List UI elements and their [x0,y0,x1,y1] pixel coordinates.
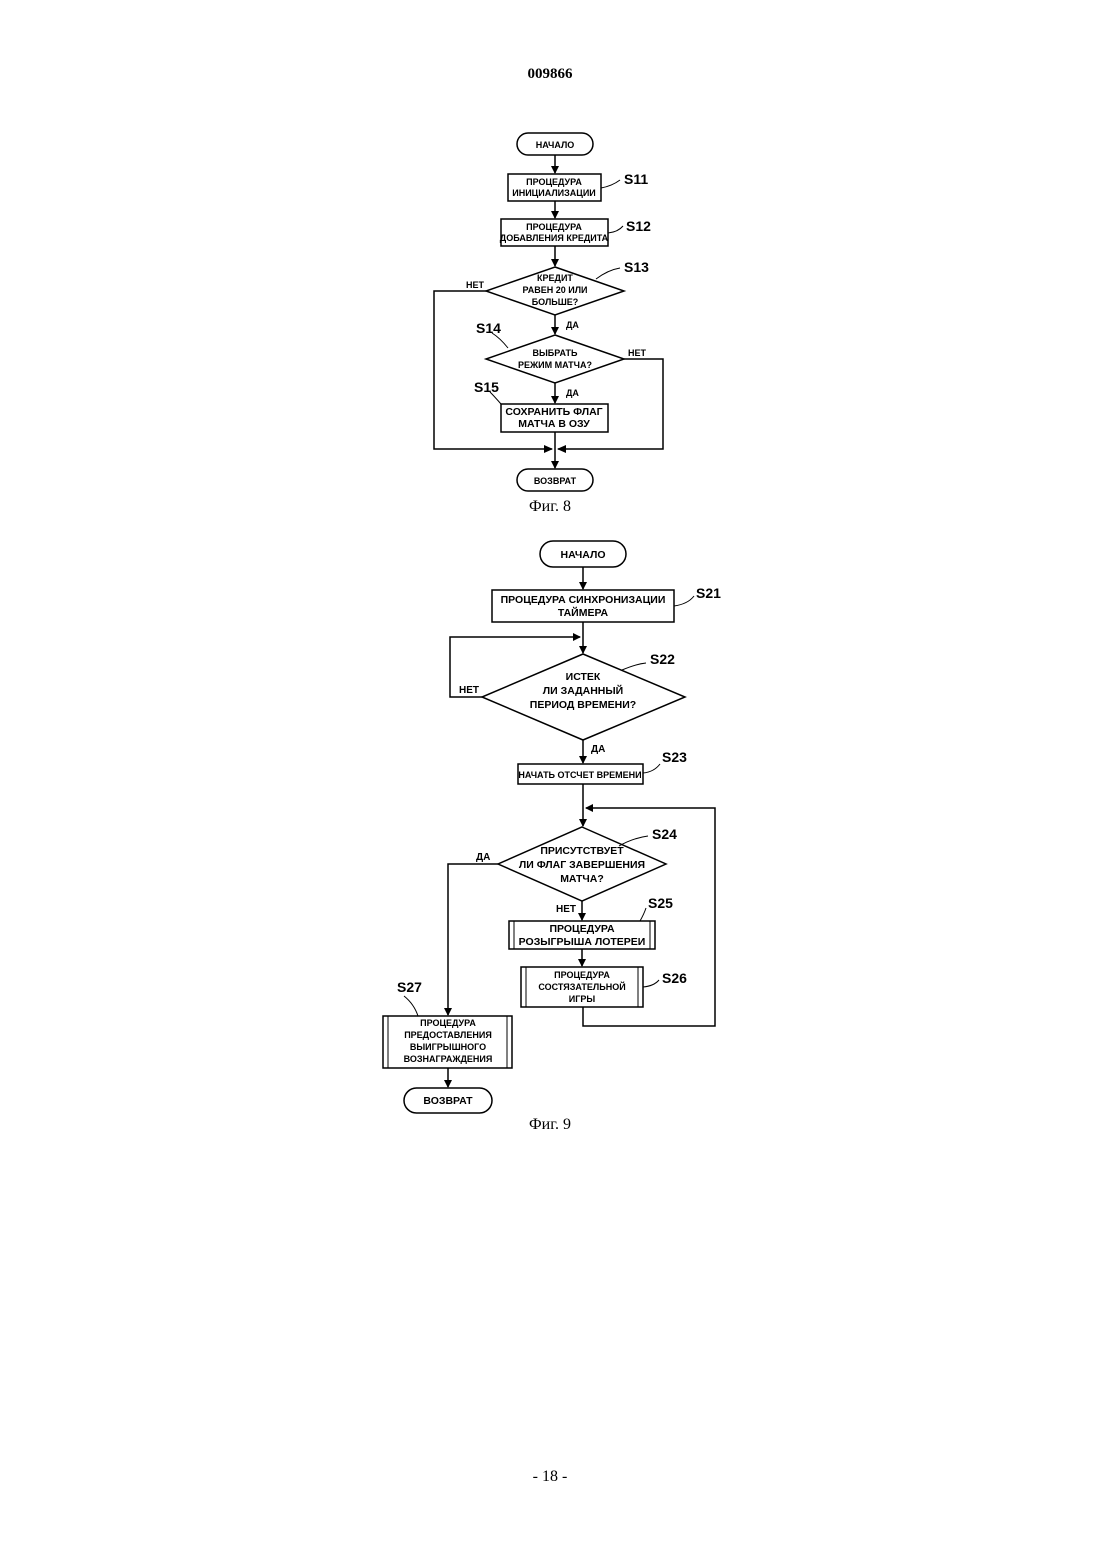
fig8-start-text: НАЧАЛО [536,140,575,150]
fig9-s21-label: S21 [696,585,721,601]
fig8-decision-s14: ВЫБРАТЬ РЕЖИМ МАТЧА? S14 НЕТ ДА [476,320,647,398]
fig9-s22-line1: ИСТЕК [566,671,601,683]
fig9-decision-s22: ИСТЕК ЛИ ЗАДАННЫЙ ПЕРИОД ВРЕМЕНИ? S22 НЕ… [459,651,685,755]
fig9-s24-line2: ЛИ ФЛАГ ЗАВЕРШЕНИЯ [519,859,645,871]
fig8-step-s15: СОХРАНИТЬ ФЛАГ МАТЧА В ОЗУ S15 [474,379,608,432]
fig9-end-terminator: ВОЗВРАТ [404,1088,492,1113]
fig8-s12-line2: ДОБАВЛЕНИЯ КРЕДИТА [500,233,609,243]
fig9-step-s25: ПРОЦЕДУРА РОЗЫГРЫША ЛОТЕРЕИ S25 [509,895,673,949]
fig8-end-text: ВОЗВРАТ [534,476,577,486]
fig8-s14-line2: РЕЖИМ МАТЧА? [518,360,592,370]
fig9-s22-yes: ДА [591,744,605,755]
fig8-s12-line1: ПРОЦЕДУРА [526,222,582,232]
fig8-s14-label: S14 [476,320,501,336]
fig9-s27-line3: ВЫИГРЫШНОГО [410,1042,486,1052]
fig8-s15-line1: СОХРАНИТЬ ФЛАГ [505,406,602,418]
fig8-s14-line1: ВЫБРАТЬ [532,348,578,358]
fig8-s15-line2: МАТЧА В ОЗУ [518,418,590,430]
fig9-s21-line1: ПРОЦЕДУРА СИНХРОНИЗАЦИИ [501,594,666,606]
fig8-s13-line2: РАВЕН 20 ИЛИ [523,285,588,295]
fig9-step-s21: ПРОЦЕДУРА СИНХРОНИЗАЦИИ ТАЙМЕРА S21 [492,585,721,622]
fig8-s13-label: S13 [624,259,649,275]
fig9-s23-line1: НАЧАТЬ ОТСЧЕТ ВРЕМЕНИ [518,770,641,780]
fig8-s13-line3: БОЛЬШЕ? [532,297,579,307]
figure-9: НАЧАЛО ПРОЦЕДУРА СИНХРОНИЗАЦИИ ТАЙМЕРА S… [383,541,721,1113]
fig9-s26-line1: ПРОЦЕДУРА [554,970,610,980]
fig8-s14-no: НЕТ [628,348,647,358]
fig9-s24-no: НЕТ [556,904,576,915]
fig8-step-s12: ПРОЦЕДУРА ДОБАВЛЕНИЯ КРЕДИТА S12 [500,218,651,246]
fig9-s26-line2: СОСТЯЗАТЕЛЬНОЙ [538,981,625,992]
figure-8: НАЧАЛО ПРОЦЕДУРА ИНИЦИАЛИЗАЦИИ S11 ПРОЦЕ… [434,133,663,491]
fig9-s26-label: S26 [662,970,687,986]
figure-8-caption: Фиг. 8 [0,498,1100,516]
fig9-decision-s24: ПРИСУТСТВУЕТ ЛИ ФЛАГ ЗАВЕРШЕНИЯ МАТЧА? S… [476,826,677,915]
fig9-s24-line3: МАТЧА? [560,873,604,885]
fig9-s24-yes: ДА [476,852,490,863]
fig8-start-terminator: НАЧАЛО [517,133,593,155]
fig8-s11-line2: ИНИЦИАЛИЗАЦИИ [512,188,596,198]
fig9-s24-line1: ПРИСУТСТВУЕТ [540,845,624,857]
fig8-s11-label: S11 [624,171,648,187]
fig9-s21-line2: ТАЙМЕРА [558,606,609,619]
fig9-s22-label: S22 [650,651,675,667]
fig9-s25-line1: ПРОЦЕДУРА [549,923,614,935]
fig9-s27-line2: ПРЕДОСТАВЛЕНИЯ [404,1030,492,1040]
fig9-s25-line2: РОЗЫГРЫША ЛОТЕРЕИ [519,936,646,948]
fig9-start-text: НАЧАЛО [561,549,606,561]
fig8-s14-yes: ДА [566,388,579,398]
fig9-s27-line4: ВОЗНАГРАЖДЕНИЯ [404,1054,493,1064]
fig9-start-terminator: НАЧАЛО [540,541,626,567]
fig8-s13-line1: КРЕДИТ [537,273,573,283]
fig9-s26-line3: ИГРЫ [569,994,596,1004]
fig9-s23-label: S23 [662,749,687,765]
fig8-s13-no: НЕТ [466,280,485,290]
fig8-s13-yes: ДА [566,320,579,330]
fig9-s22-line3: ПЕРИОД ВРЕМЕНИ? [530,699,636,711]
fig8-step-s11: ПРОЦЕДУРА ИНИЦИАЛИЗАЦИИ S11 [508,171,648,201]
fig9-s22-line2: ЛИ ЗАДАННЫЙ [543,684,623,697]
fig9-s27-label: S27 [397,979,422,995]
fig9-s22-no: НЕТ [459,685,479,696]
figure-9-caption: Фиг. 9 [0,1116,1100,1134]
fig9-end-text: ВОЗВРАТ [423,1095,473,1107]
fig8-s12-label: S12 [626,218,651,234]
fig9-s24-label: S24 [652,826,677,842]
fig9-s27-line1: ПРОЦЕДУРА [420,1018,476,1028]
fig9-step-s26: ПРОЦЕДУРА СОСТЯЗАТЕЛЬНОЙ ИГРЫ S26 [521,967,687,1007]
fig8-s15-label: S15 [474,379,499,395]
page-number: - 18 - [0,1468,1100,1486]
fig8-s11-line1: ПРОЦЕДУРА [526,177,582,187]
fig8-end-terminator: ВОЗВРАТ [517,469,593,491]
fig9-s25-label: S25 [648,895,673,911]
